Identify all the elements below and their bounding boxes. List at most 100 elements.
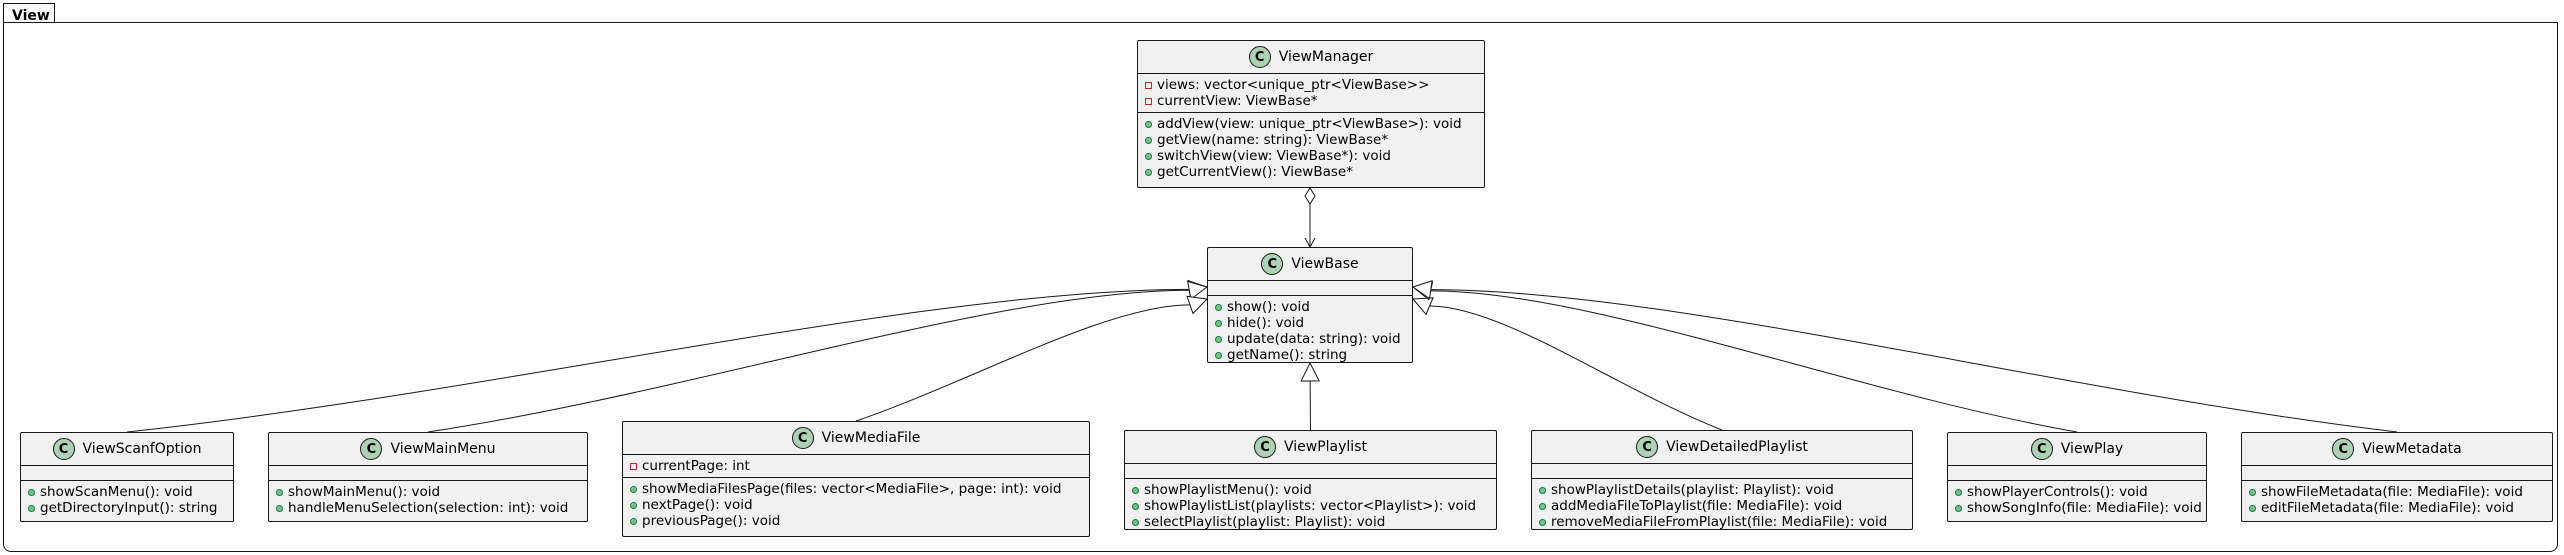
operation-text: showMediaFilesPage(files: vector<MediaFi… xyxy=(642,481,1062,497)
operation-text: getCurrentView(): ViewBase* xyxy=(1157,164,1353,180)
operation-text: addView(view: unique_ptr<ViewBase>): voi… xyxy=(1157,116,1462,132)
class-viewmanager[interactable]: C ViewManager views: vector<unique_ptr<Vie… xyxy=(1137,40,1485,188)
public-visibility-icon xyxy=(1955,504,1962,512)
operation-row: update(data: string): void xyxy=(1208,331,1412,347)
public-visibility-icon xyxy=(1539,502,1546,510)
generalization-arrowhead xyxy=(1187,280,1209,301)
class-name: ViewBase xyxy=(1291,256,1359,272)
operation-text: selectPlaylist(playlist: Playlist): void xyxy=(1144,514,1386,530)
operation-text: showSongInfo(file: MediaFile): void xyxy=(1967,500,2202,516)
operation-text: previousPage(): void xyxy=(642,513,781,529)
operations-compartment: showMediaFilesPage(files: vector<MediaFi… xyxy=(623,478,1089,532)
operation-row: getView(name: string): ViewBase* xyxy=(1138,132,1484,148)
operation-text: showPlaylistMenu(): void xyxy=(1144,482,1312,498)
operation-text: showMainMenu(): void xyxy=(288,484,441,500)
inheritance-edge-view-play xyxy=(1430,290,2078,433)
attributes-compartment xyxy=(1948,466,2206,481)
operation-row: getDirectoryInput(): string xyxy=(21,500,233,516)
attributes-compartment xyxy=(1125,464,1496,479)
operation-text: showScanMenu(): void xyxy=(40,484,193,500)
operation-row: showMainMenu(): void xyxy=(269,484,587,500)
attributes-compartment: currentPage: int xyxy=(623,455,1089,478)
attributes-compartment xyxy=(1208,281,1412,296)
public-visibility-icon xyxy=(28,488,35,496)
attributes-compartment xyxy=(2242,466,2552,481)
class-name: ViewDetailedPlaylist xyxy=(1666,439,1808,455)
operation-row: show(): void xyxy=(1208,299,1412,315)
operation-row: selectPlaylist(playlist: Playlist): void xyxy=(1125,514,1496,530)
public-visibility-icon xyxy=(1955,488,1962,496)
attributes-compartment: views: vector<unique_ptr<ViewBase>>curre… xyxy=(1138,74,1484,113)
class-name: ViewMainMenu xyxy=(390,441,496,457)
public-visibility-icon xyxy=(1539,518,1546,526)
public-visibility-icon xyxy=(1132,502,1139,510)
class-header: C ViewScanfOption xyxy=(21,433,233,466)
generalization-arrowhead xyxy=(1411,279,1433,300)
operation-row: showPlaylistDetails(playlist: Playlist):… xyxy=(1532,482,1912,498)
operation-row: showSongInfo(file: MediaFile): void xyxy=(1948,500,2206,516)
class-name: ViewScanfOption xyxy=(82,441,202,457)
operation-text: switchView(view: ViewBase*): void xyxy=(1157,148,1391,164)
operation-row: removeMediaFileFromPlaylist(file: MediaF… xyxy=(1532,514,1912,530)
class-stereotype-icon: C xyxy=(1254,436,1276,458)
operation-text: showFileMetadata(file: MediaFile): void xyxy=(2261,484,2523,500)
class-stereotype-icon: C xyxy=(52,438,75,460)
inheritance-edge-view-main-menu xyxy=(427,289,1190,433)
operation-text: getDirectoryInput(): string xyxy=(40,500,218,516)
operation-row: previousPage(): void xyxy=(623,513,1089,529)
operation-text: editFileMetadata(file: MediaFile): void xyxy=(2261,500,2514,516)
class-stereotype-icon: C xyxy=(1248,46,1271,68)
operation-text: removeMediaFileFromPlaylist(file: MediaF… xyxy=(1551,514,1888,530)
operation-row: handleMenuSelection(selection: int): voi… xyxy=(269,500,587,516)
operation-row: hide(): void xyxy=(1208,315,1412,331)
attributes-compartment xyxy=(1532,464,1912,479)
public-visibility-icon xyxy=(630,485,637,493)
class-stereotype-icon: C xyxy=(360,438,383,460)
inheritance-edge-view-scanf-option xyxy=(126,288,1190,433)
class-name: ViewMetadata xyxy=(2362,441,2462,457)
operation-row: showScanMenu(): void xyxy=(21,484,233,500)
public-visibility-icon xyxy=(1215,303,1222,311)
operation-row: getName(): string xyxy=(1208,347,1412,363)
public-visibility-icon xyxy=(1215,351,1222,359)
operation-row: addMediaFileToPlaylist(file: MediaFile):… xyxy=(1532,498,1912,514)
operation-text: show(): void xyxy=(1227,299,1310,315)
public-visibility-icon xyxy=(630,501,637,509)
attribute-row: currentView: ViewBase* xyxy=(1138,93,1484,109)
generalization-arrowhead xyxy=(1300,361,1320,382)
operation-row: nextPage(): void xyxy=(623,497,1089,513)
inheritance-edge-view-metadata xyxy=(1430,289,2398,433)
operation-text: handleMenuSelection(selection: int): voi… xyxy=(288,500,569,516)
operation-text: hide(): void xyxy=(1227,315,1305,331)
public-visibility-icon xyxy=(1539,486,1546,494)
public-visibility-icon xyxy=(276,488,283,496)
public-visibility-icon xyxy=(28,504,35,512)
attribute-text: currentView: ViewBase* xyxy=(1157,93,1318,109)
class-name: ViewPlaylist xyxy=(1284,439,1367,455)
class-header: C ViewPlaylist xyxy=(1125,431,1496,464)
attribute-row: views: vector<unique_ptr<ViewBase>> xyxy=(1138,77,1484,93)
operation-text: showPlaylistList(playlists: vector<Playl… xyxy=(1144,498,1477,514)
operation-text: getName(): string xyxy=(1227,347,1348,363)
class-header: C ViewMainMenu xyxy=(269,433,587,466)
operation-row: showPlaylistList(playlists: vector<Playl… xyxy=(1125,498,1496,514)
class-header: C ViewManager xyxy=(1138,41,1484,74)
class-name: ViewManager xyxy=(1278,49,1374,65)
operation-row: showPlaylistMenu(): void xyxy=(1125,482,1496,498)
public-visibility-icon xyxy=(1132,518,1139,526)
